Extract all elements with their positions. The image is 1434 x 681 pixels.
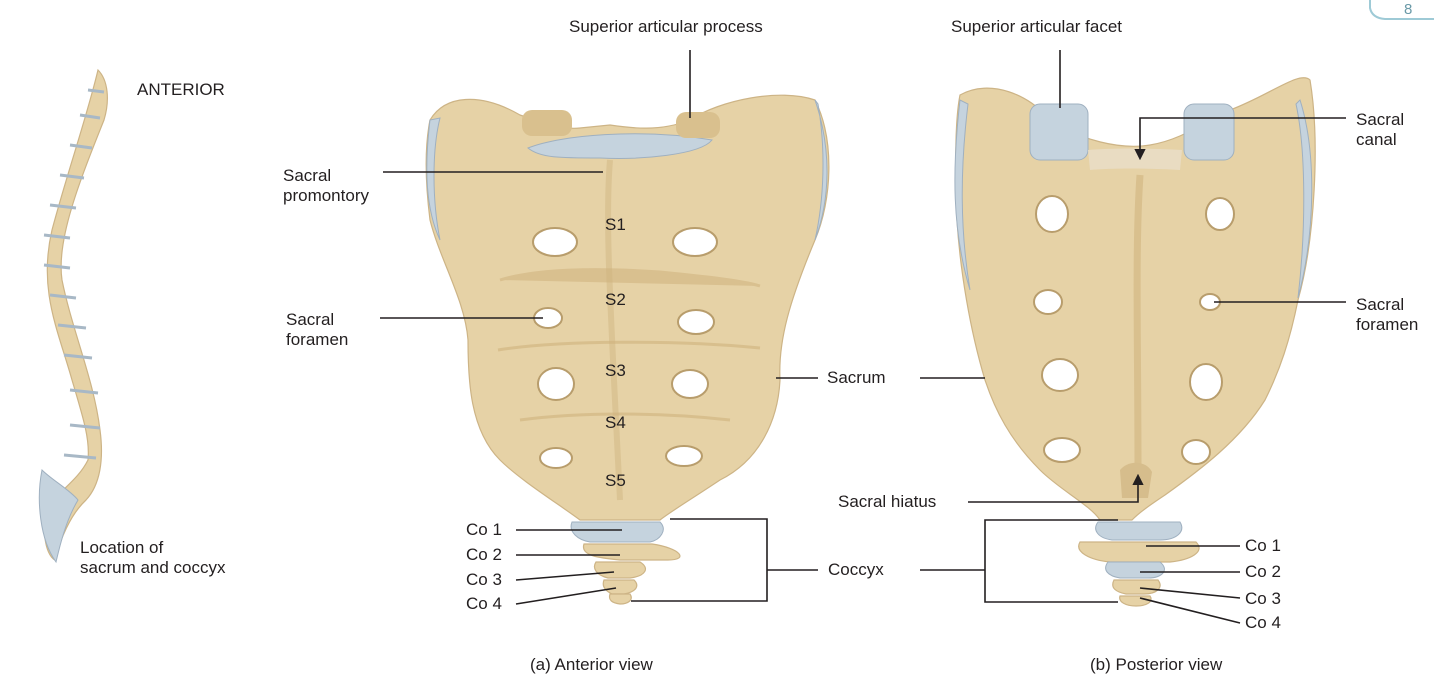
sacral-promontory-line-1: Sacral xyxy=(283,166,403,186)
sacral-canal-line-2: canal xyxy=(1356,130,1434,150)
sacral-hiatus-label: Sacral hiatus xyxy=(838,492,936,512)
posterior-sacral-foramen-line-2: foramen xyxy=(1356,315,1434,335)
anterior-co3-label: Co 3 xyxy=(466,570,502,590)
posterior-sacral-foramen-label: Sacral foramen xyxy=(1356,295,1434,335)
location-caption-line-2: sacrum and coccyx xyxy=(80,558,300,578)
segment-s3-label: S3 xyxy=(605,361,626,381)
corner-tab xyxy=(1370,0,1434,19)
coccyx-label: Coccyx xyxy=(828,560,884,580)
leader-post-co3 xyxy=(1140,588,1240,598)
sacrum-label: Sacrum xyxy=(827,368,886,388)
sacral-canal-label: Sacral canal xyxy=(1356,110,1434,150)
sacral-canal-line-1: Sacral xyxy=(1356,110,1434,130)
segment-s2-label: S2 xyxy=(605,290,626,310)
anterior-sacral-foramen-label: Sacral foramen xyxy=(286,310,386,350)
anterior-orientation-label: ANTERIOR xyxy=(137,80,225,100)
posterior-sacrum-illustration xyxy=(955,78,1315,606)
location-caption-line-1: Location of xyxy=(80,538,300,558)
superior-articular-process-label: Superior articular process xyxy=(569,17,763,37)
segment-s4-label: S4 xyxy=(605,413,626,433)
posterior-co4-label: Co 4 xyxy=(1245,613,1281,633)
posterior-co1-label: Co 1 xyxy=(1245,536,1281,556)
location-caption: Location of sacrum and coccyx xyxy=(80,538,300,578)
posterior-sacral-foramen-line-1: Sacral xyxy=(1356,295,1434,315)
sacral-promontory-line-2: promontory xyxy=(283,186,403,206)
anterior-co2-label: Co 2 xyxy=(466,545,502,565)
corner-glyph: 8 xyxy=(1404,0,1412,20)
posterior-view-caption: (b) Posterior view xyxy=(1090,655,1222,675)
vertebral-column-illustration xyxy=(39,70,107,562)
anterior-co1-label: Co 1 xyxy=(466,520,502,540)
leader-ant-co3 xyxy=(516,572,614,580)
segment-s5-label: S5 xyxy=(605,471,626,491)
posterior-co3-label: Co 3 xyxy=(1245,589,1281,609)
sacral-promontory-label: Sacral promontory xyxy=(283,166,403,206)
anterior-sacral-foramen-line-2: foramen xyxy=(286,330,386,350)
anterior-view-caption: (a) Anterior view xyxy=(530,655,653,675)
anterior-co4-label: Co 4 xyxy=(466,594,502,614)
leader-ant-co4 xyxy=(516,588,616,604)
segment-s1-label: S1 xyxy=(605,215,626,235)
leader-post-co4 xyxy=(1140,598,1240,623)
superior-articular-facet-label: Superior articular facet xyxy=(951,17,1122,37)
anterior-sacral-foramen-line-1: Sacral xyxy=(286,310,386,330)
posterior-co2-label: Co 2 xyxy=(1245,562,1281,582)
